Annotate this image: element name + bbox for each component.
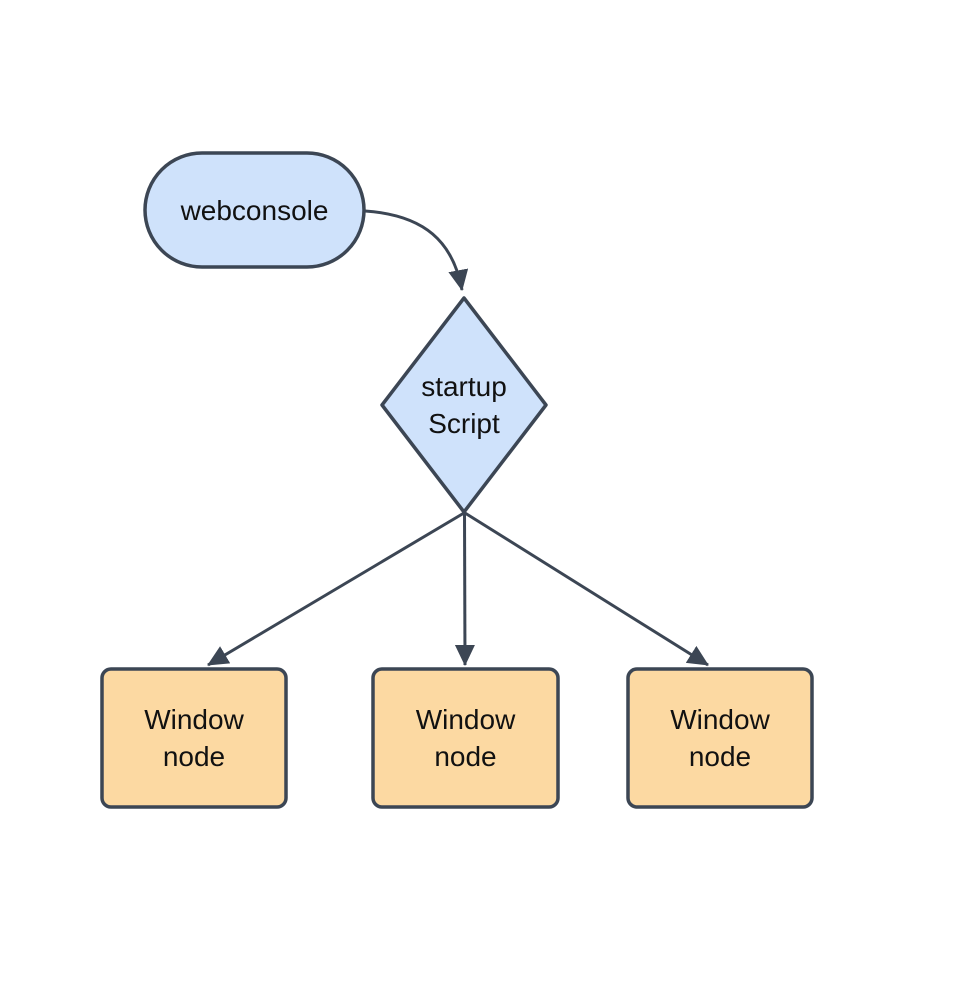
window-node-3-shape (626, 667, 814, 809)
webconsole-pill-shape (143, 151, 366, 269)
window-node-1-shape (100, 667, 288, 809)
edge-webconsole-to-startup-script (364, 209, 469, 291)
startup-script-diamond-shape (380, 296, 548, 514)
edge-startup-script-to-window-node-2 (454, 512, 475, 666)
window-node-2-shape (371, 667, 560, 809)
edge-startup-script-to-window-node-3 (464, 511, 709, 667)
edge-startup-script-to-window-node-1 (207, 511, 465, 667)
